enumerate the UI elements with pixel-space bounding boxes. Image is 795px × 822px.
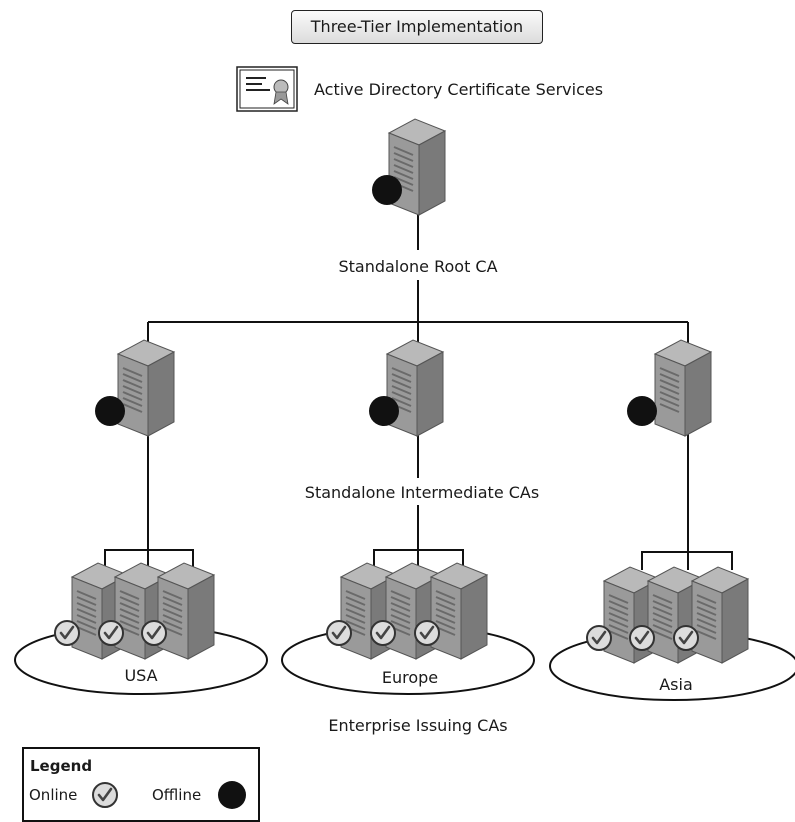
region-label-europe: Europe <box>382 668 438 687</box>
intermediate-ca-label: Standalone Intermediate CAs <box>305 483 539 502</box>
online-indicator <box>585 624 613 652</box>
offline-indicator <box>372 175 402 205</box>
connector-lines <box>104 213 733 570</box>
offline-indicator <box>369 396 399 426</box>
legend-title: Legend <box>30 757 93 775</box>
legend-online-label: Online <box>29 786 78 804</box>
online-indicator <box>628 624 656 652</box>
region-label-usa: USA <box>124 666 157 685</box>
legend-offline-label: Offline <box>152 786 202 804</box>
diagram-title: Three-Tier Implementation <box>291 10 543 44</box>
issuing-group-asia: Asia <box>549 566 795 701</box>
offline-indicator <box>95 396 125 426</box>
intermediate-ca-server-asia <box>627 339 712 437</box>
online-indicator <box>325 619 353 647</box>
root-ca-server <box>372 118 446 216</box>
root-ca-label: Standalone Root CA <box>338 257 497 276</box>
intermediate-ca-server-europe <box>369 339 444 437</box>
issuing-ca-label: Enterprise Issuing CAs <box>328 716 507 735</box>
issuing-group-europe: Europe <box>281 562 535 695</box>
service-label: Active Directory Certificate Services <box>314 80 603 99</box>
online-indicator <box>672 624 700 652</box>
online-indicator <box>140 619 168 647</box>
intermediate-ca-server-usa <box>95 339 175 437</box>
issuing-group-usa: USA <box>14 562 268 695</box>
region-label-asia: Asia <box>659 675 693 694</box>
certificate-icon <box>236 66 298 112</box>
offline-dot-icon <box>218 781 246 809</box>
online-indicator <box>369 619 397 647</box>
online-indicator <box>97 619 125 647</box>
online-check-icon <box>92 782 118 808</box>
online-indicator <box>413 619 441 647</box>
legend: Legend Online Offline <box>22 747 260 822</box>
offline-indicator <box>627 396 657 426</box>
online-indicator <box>53 619 81 647</box>
